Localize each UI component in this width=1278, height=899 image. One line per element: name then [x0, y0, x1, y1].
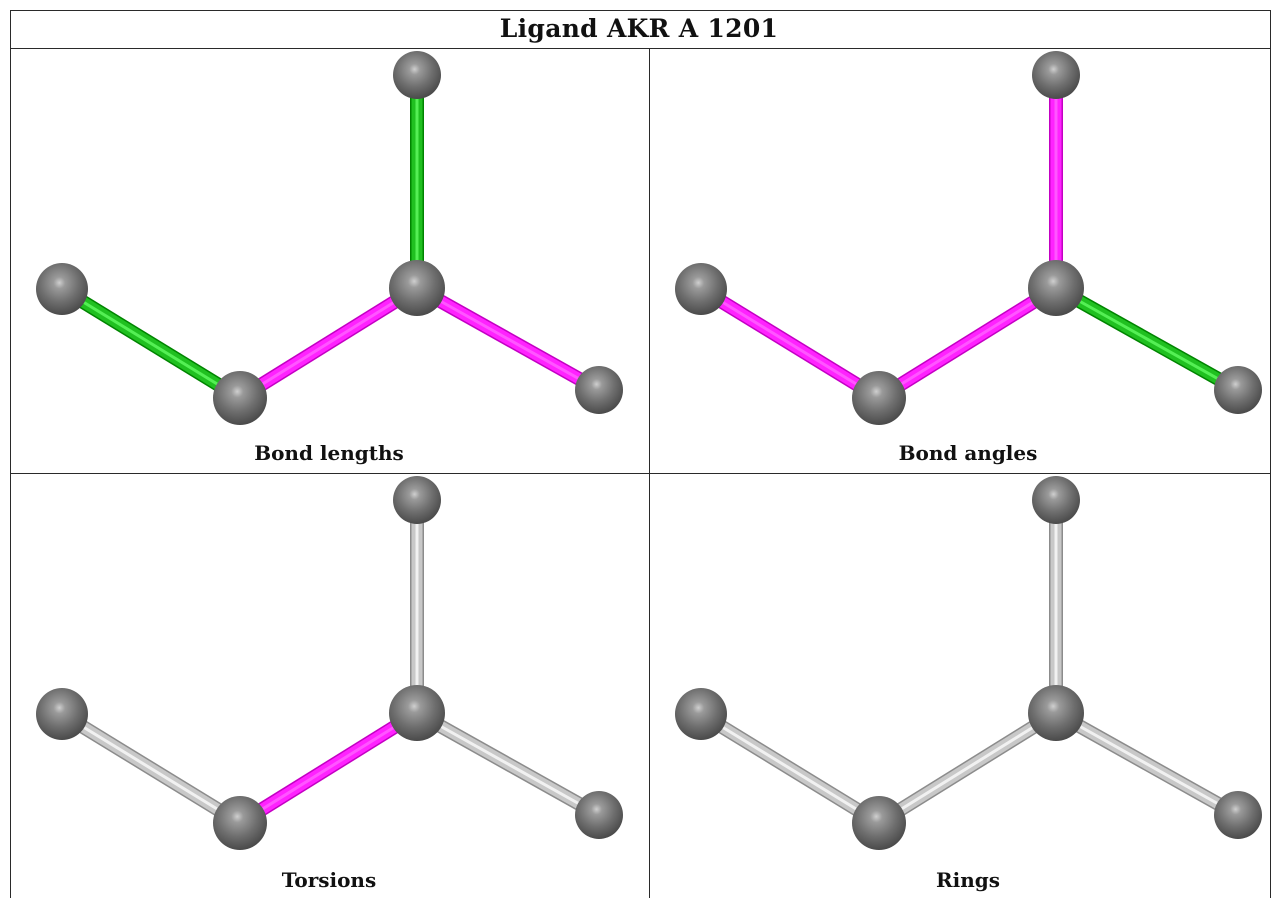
- panel-caption: Torsions: [281, 868, 377, 892]
- border-left: [10, 10, 11, 898]
- atom-3: [389, 260, 445, 316]
- atom-1: [675, 688, 727, 740]
- panel-rings: Rings: [650, 474, 1278, 899]
- panel-bond-lengths: Bond lengths: [11, 49, 647, 474]
- title-divider: [10, 48, 1271, 49]
- molecule-bond-lengths: [36, 51, 623, 425]
- bond-1-highlight: [700, 287, 880, 400]
- figure-title: Ligand AKR A 1201: [499, 14, 779, 43]
- atom-2: [213, 796, 267, 850]
- panel-caption: Rings: [935, 868, 1000, 892]
- panel-torsions: Torsions: [11, 474, 647, 899]
- molecule-bond-angles: [675, 51, 1262, 425]
- bond-3-highlight: [1055, 711, 1239, 817]
- bond-3-highlight: [416, 286, 600, 392]
- atom-5: [1214, 791, 1262, 839]
- atom-4: [393, 51, 441, 99]
- atom-5: [575, 366, 623, 414]
- atom-4: [1032, 51, 1080, 99]
- bond-2-highlight: [878, 711, 1057, 825]
- column-divider: [649, 48, 650, 898]
- row-divider: [10, 473, 1271, 474]
- panel-caption: Bond angles: [898, 441, 1038, 465]
- bond-1-highlight: [700, 712, 880, 825]
- atom-4: [393, 476, 441, 524]
- bond-3-highlight: [1055, 286, 1239, 392]
- molecule-rings: [675, 476, 1262, 850]
- panel-caption: Bond lengths: [254, 441, 404, 465]
- bond-2-highlight: [239, 286, 418, 400]
- atom-4: [1032, 476, 1080, 524]
- molecule-torsions: [36, 476, 623, 850]
- border-top: [10, 10, 1271, 11]
- atom-1: [36, 688, 88, 740]
- atom-3: [1028, 260, 1084, 316]
- atom-5: [1214, 366, 1262, 414]
- atom-2: [852, 796, 906, 850]
- bond-3-highlight: [416, 711, 600, 817]
- bond-1-highlight: [61, 712, 241, 825]
- atom-1: [675, 263, 727, 315]
- bond-2-highlight: [239, 711, 418, 825]
- border-right: [1270, 10, 1271, 898]
- atom-2: [852, 371, 906, 425]
- bond-2-highlight: [878, 286, 1057, 400]
- atom-2: [213, 371, 267, 425]
- bond-1-highlight: [61, 287, 241, 400]
- atom-3: [1028, 685, 1084, 741]
- atom-5: [575, 791, 623, 839]
- panel-bond-angles: Bond angles: [650, 49, 1278, 474]
- atom-1: [36, 263, 88, 315]
- atom-3: [389, 685, 445, 741]
